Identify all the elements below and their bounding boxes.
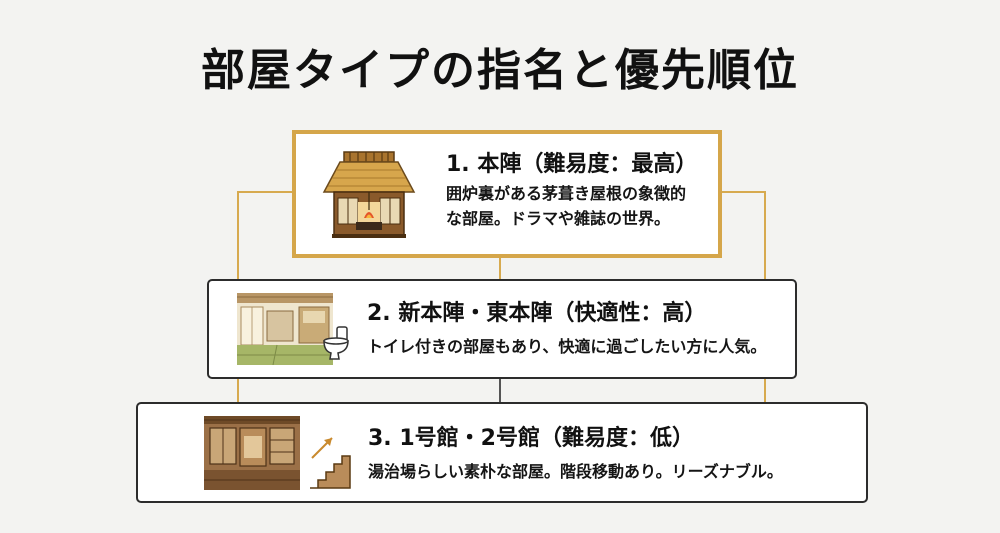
card-honjin: 1. 本陣（難易度：最高） 囲炉裏がある茅葺き屋根の象徴的 な部屋。ドラマや雑誌… (292, 130, 722, 258)
connector-line-left-bottom (237, 379, 239, 402)
wooden-room-icon (204, 416, 300, 490)
card-honjin-desc-line-2: な部屋。ドラマや雑誌の世界。 (446, 209, 671, 228)
card-shin-honjin-desc-line-1: トイレ付きの部屋もあり、快適に過ごしたい方に人気。 (367, 337, 767, 356)
connector-line-right-bottom (764, 379, 766, 402)
connector-line-center-bottom (499, 379, 501, 402)
tatami-room-icon (237, 293, 333, 365)
connector-line-left-top-h (237, 191, 292, 193)
card-ichigokan: 3. 1号館・2号館（難易度：低） 湯治場らしい素朴な部屋。階段移動あり。リーズ… (136, 402, 868, 503)
connector-line-right-top-h (722, 191, 766, 193)
thatched-roof-house-icon (322, 151, 416, 238)
card-honjin-desc-line-1: 囲炉裏がある茅葺き屋根の象徴的 (446, 184, 687, 203)
page-title: 部屋タイプの指名と優先順位 (201, 45, 799, 96)
card-ichigokan-desc-line-1: 湯治場らしい素朴な部屋。階段移動あり。リーズナブル。 (368, 462, 783, 481)
card-honjin-title: 1. 本陣（難易度：最高） (446, 152, 698, 177)
connector-line-center-top (499, 258, 501, 279)
card-shin-honjin: 2. 新本陣・東本陣（快適性：高） トイレ付きの部屋もあり、快適に過ごしたい方に… (207, 279, 797, 379)
connector-line-right-top (764, 191, 766, 279)
card-shin-honjin-title: 2. 新本陣・東本陣（快適性：高） (367, 301, 707, 326)
card-ichigokan-title: 3. 1号館・2号館（難易度：低） (368, 426, 694, 451)
stairs-icon (310, 437, 351, 489)
connector-line-left-top (237, 191, 239, 279)
toilet-icon (323, 326, 349, 360)
